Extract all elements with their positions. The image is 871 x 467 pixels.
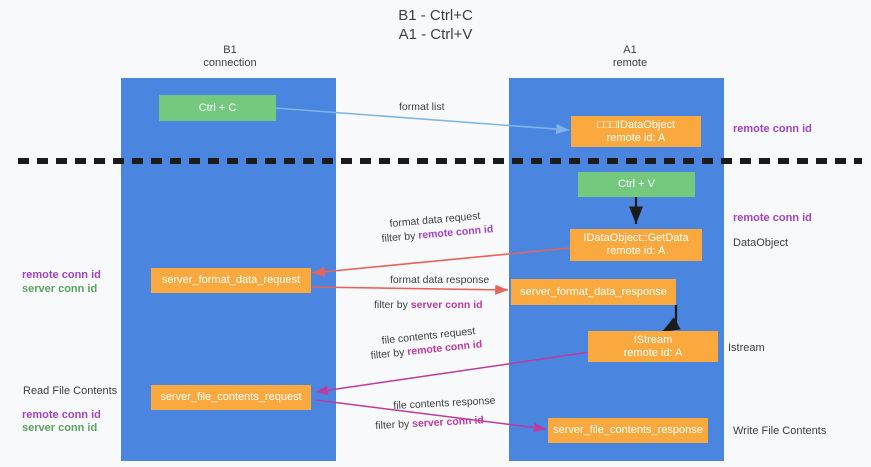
edge-label-format-data-response-filter: filter by server conn id [374, 298, 483, 312]
filter-prefix-4: filter by [375, 418, 413, 432]
annotation-remote-conn-id-top: remote conn id [733, 123, 812, 135]
filter-prefix-3: filter by [370, 346, 408, 362]
arrow-format-data-request [311, 247, 571, 277]
arrow-response-to-istream [661, 305, 681, 333]
annotation-left-server-conn-id-mid: server conn id [22, 283, 98, 295]
annotation-remote-conn-id-mid: remote conn id [733, 212, 812, 224]
annotation-left-remote-conn-id-mid: remote conn id [22, 269, 101, 281]
annotation-left-remote-conn-id-low: remote conn id [22, 409, 101, 421]
arrow-file-contents-response [315, 399, 547, 433]
annotation-write-file-contents: Write File Contents [733, 425, 827, 437]
node-server-format-data-response[interactable]: server_format_data_response [511, 279, 676, 305]
node-ctrl-v[interactable]: Ctrl + V [578, 172, 695, 197]
node-idataobject[interactable]: □□□IDataObject remote id: A [571, 116, 701, 147]
arrow-file-contents-request [315, 351, 591, 396]
node-ctrl-c[interactable]: Ctrl + C [159, 95, 276, 121]
filter-value-server-conn-id-2: server conn id [411, 414, 485, 431]
filter-prefix-1: filter by [381, 229, 419, 245]
arrow-format-list [274, 107, 570, 135]
filter-value-server-conn-id-1: server conn id [410, 299, 483, 311]
node-istream[interactable]: IStream remote id: A [588, 331, 718, 362]
annotation-left-server-conn-id-low: server conn id [22, 422, 98, 434]
node-server-file-contents-response[interactable]: server_file_contents_response [548, 418, 708, 443]
filter-prefix-2: filter by [374, 299, 411, 311]
annotation-read-file-contents: Read File Contents [23, 385, 118, 397]
lane-header-a1: A1 remote [612, 44, 648, 69]
edge-label-format-list: format list [399, 101, 445, 113]
arrow-format-data-response [311, 284, 509, 295]
annotation-istream: Istream [728, 342, 765, 354]
lane-header-b1: B1 connection [203, 44, 257, 69]
edge-label-format-data-response: format data response [390, 274, 490, 286]
annotation-dataobject: DataObject [733, 237, 789, 249]
node-server-file-contents-request[interactable]: server_file_contents_request [151, 385, 311, 410]
node-server-format-data-request[interactable]: server_format_data_request [151, 268, 311, 293]
node-idataobject-getdata[interactable]: IDataObject::GetData remote id: A [570, 229, 702, 261]
page-title: B1 - Ctrl+C A1 - Ctrl+V [398, 7, 473, 43]
